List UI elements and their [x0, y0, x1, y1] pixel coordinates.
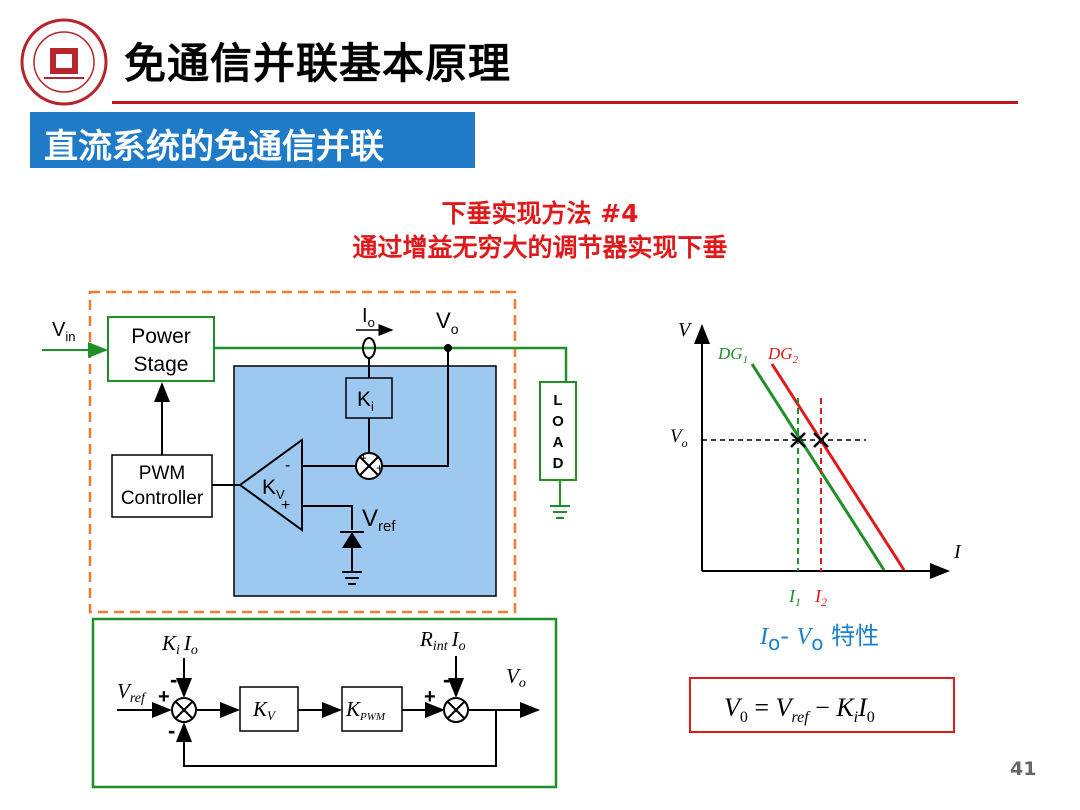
dg1-label: DG1: [717, 344, 748, 366]
summer-plus-top: +: [360, 451, 367, 465]
i2-label: I2: [814, 586, 827, 609]
kv-amplifier: [238, 438, 303, 532]
kv-label: KV: [262, 476, 285, 502]
amp-minus: -: [285, 457, 290, 474]
dg2-droop-line: [770, 363, 906, 571]
bd-kpwm-block: [341, 686, 403, 732]
section-banner: 直流系统的免通信并联: [30, 112, 475, 168]
zener-diode: [342, 532, 362, 548]
io-vo-caption: Io- Vo 特性: [760, 622, 880, 655]
load-letter-l: L: [553, 392, 562, 409]
bd-kv-label: KV: [252, 697, 277, 723]
ki-label: Ki: [357, 388, 374, 414]
i1-label: I1: [788, 586, 801, 609]
dg2-label: DG2: [767, 344, 799, 366]
pwm-label-1: PWM: [139, 463, 185, 484]
bd-summer-1-minus-top: -: [170, 667, 177, 692]
page-title: 免通信并联基本原理: [124, 39, 512, 88]
bd-summer-1-plus: +: [158, 686, 170, 708]
power-stage-block: [107, 316, 215, 382]
bd-summer-2-plus: +: [424, 686, 436, 708]
page-number: 41: [1010, 758, 1037, 780]
headline-description: 通过增益无穷大的调节器实现下垂: [352, 233, 728, 262]
load-letter-a: A: [553, 434, 564, 451]
pwm-label-2: Controller: [121, 488, 204, 509]
university-logo: [20, 18, 108, 106]
section-title: 直流系统的免通信并联: [44, 127, 384, 167]
bd-vref-label: Vref: [117, 679, 147, 706]
bd-kpwm-label: KPWM: [345, 697, 386, 723]
vref-label: Vref: [362, 505, 396, 535]
vin-label: Vin: [52, 319, 75, 344]
dg1-droop-line: [750, 363, 886, 571]
formula-box: [689, 677, 955, 733]
operating-point-1: [790, 432, 806, 448]
vref-wire: [302, 505, 353, 530]
bd-vo-label: Vo: [506, 664, 526, 691]
headline-method: 下垂实现方法 #4: [441, 199, 639, 228]
load-block: [539, 381, 577, 481]
ground-symbol-load: [550, 505, 570, 519]
bd-summer-1-minus-bottom: -: [168, 718, 175, 743]
operating-point-2: [813, 432, 829, 448]
bd-feedback-path: [176, 710, 497, 767]
power-stage-label-2: Stage: [134, 353, 189, 376]
load-letter-o: O: [552, 413, 564, 430]
summer-plus-right: +: [376, 461, 383, 475]
vo-label: Vo: [436, 308, 459, 337]
load-letter-d: D: [553, 455, 564, 472]
graph-x-label: I: [953, 541, 962, 563]
graph-y-label: V: [678, 319, 693, 341]
power-stage-label-1: Power: [131, 325, 191, 348]
amp-plus: +: [281, 497, 290, 514]
converter-dashed-frame: [88, 290, 517, 614]
bd-summer-2-minus: -: [443, 667, 450, 692]
vo-feedback-wire: [382, 348, 449, 467]
title-rule: [112, 101, 1018, 104]
output-bus: [214, 346, 568, 382]
io-label: Io: [362, 305, 375, 330]
ki-block: [345, 377, 393, 419]
graph-vo-label: Vo: [670, 426, 688, 450]
ground-symbol-control: [342, 571, 362, 585]
